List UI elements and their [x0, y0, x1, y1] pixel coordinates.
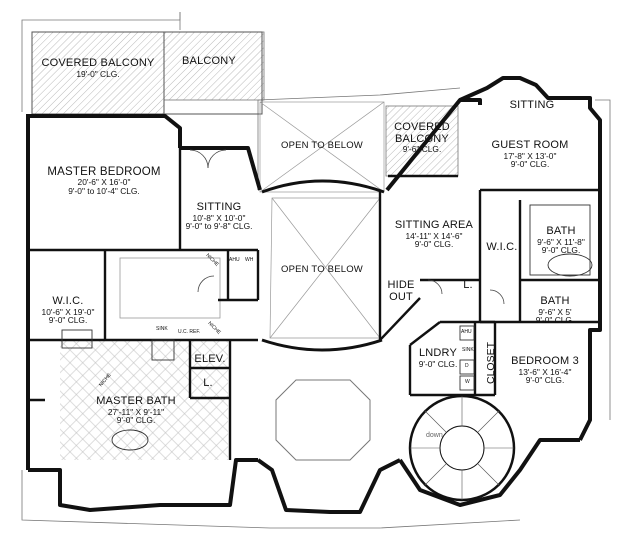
- sitting-1-dims: 10'-8" X 10'-0": [192, 212, 246, 223]
- linen-1-name: L.: [203, 377, 213, 389]
- uc-ref-label: U.C. REF.: [178, 329, 201, 335]
- bath-2-dims: 9'-6" X 5': [538, 306, 572, 317]
- spiral-stair: [408, 394, 516, 502]
- master-bedroom-label: MASTER BEDROOM 20'-6" X 16'-0" 9'-0" to …: [44, 166, 164, 196]
- bath-1-label: BATH 9'-6" X 11'-8" 9'-0" CLG.: [526, 225, 596, 256]
- sitting-1-clg: 9'-0" to 9'-8" CLG.: [185, 221, 253, 232]
- sitting-area-clg: 9'-0" CLG.: [414, 239, 454, 250]
- covered-balcony-2-name2: BALCONY: [395, 132, 449, 145]
- covered-balcony-1-name: COVERED BALCONY: [41, 57, 155, 69]
- fixtures: [61, 204, 593, 451]
- open-to-below-1-label: OPEN TO BELOW: [272, 141, 372, 151]
- bath-2-label: BATH 9'-6" X 5' 9'-0" CLG.: [522, 295, 588, 326]
- master-bedroom-dims: 20'-6" X 16'-0": [77, 177, 131, 188]
- bath-1-name: BATH: [546, 225, 576, 237]
- open-to-below-2-label: OPEN TO BELOW: [272, 265, 372, 275]
- sitting-1-name: SITTING: [196, 201, 242, 213]
- wic-left-clg: 9'-0" CLG.: [48, 315, 88, 326]
- covered-balcony-1-label: COVERED BALCONY 19'-0" CLG.: [38, 57, 158, 79]
- open-to-below-1-name: OPEN TO BELOW: [281, 140, 363, 151]
- guest-room-label: GUEST ROOM 17'-8" X 13'-0" 9'-0" CLG.: [480, 139, 580, 170]
- bedroom-3-clg: 9'-0" CLG.: [525, 375, 565, 386]
- bath-1-dims: 9'-6" X 11'-8": [537, 236, 585, 247]
- balcony-label: BALCONY: [170, 55, 248, 68]
- wic-left-name: W.I.C.: [52, 295, 84, 307]
- hide-out-label: HIDE OUT: [384, 279, 418, 303]
- ahu-1-label: AHU: [229, 257, 240, 263]
- covered-balcony-2-name: COVERED: [394, 121, 450, 133]
- covered-balcony-2-label: COVERED BALCONY 9'-6" CLG.: [386, 121, 458, 155]
- sitting-1-label: SITTING 10'-8" X 10'-0" 9'-0" to 9'-8" C…: [180, 201, 258, 232]
- open-to-below-2-name: OPEN TO BELOW: [281, 264, 363, 275]
- sitting-top-label: SITTING: [502, 99, 562, 112]
- guest-room-clg: 9'-0" CLG.: [510, 159, 550, 170]
- exterior-walls: [26, 76, 602, 514]
- sitting-area-name: SITTING AREA: [394, 219, 474, 231]
- wh-label: WH: [245, 257, 254, 263]
- lndry-label: LNDRY 9'-0" CLG.: [414, 347, 462, 369]
- bedroom-3-dims: 13'-6" X 16'-4": [518, 366, 572, 377]
- master-bath-tile: [60, 257, 228, 460]
- balconies: [31, 31, 459, 177]
- dryer-label: D: [465, 363, 469, 369]
- hall-octagon: [275, 379, 371, 461]
- bath-2-name: BATH: [540, 295, 570, 307]
- hide-out-name: HIDE: [387, 279, 415, 291]
- closet-label: CLOSET: [485, 342, 497, 385]
- bedroom-3-name: BEDROOM 3: [511, 355, 579, 367]
- washer-label: W: [465, 379, 470, 385]
- gallery-rails: [261, 179, 385, 352]
- sitting-area-label: SITTING AREA 14'-11" X 14'-6" 9'-0" CLG.: [384, 219, 484, 250]
- balcony-name: BALCONY: [182, 55, 236, 67]
- sink-2-label: SINK: [462, 347, 474, 353]
- bath-2-clg: 9'-0" CLG.: [535, 315, 575, 326]
- guest-room-name: GUEST ROOM: [491, 139, 569, 151]
- master-bath-name: MASTER BATH: [96, 395, 176, 407]
- linen-2-name: L.: [463, 279, 473, 291]
- linen-1-label: L.: [198, 377, 218, 390]
- guest-room-dims: 17'-8" X 13'-0": [503, 150, 557, 161]
- interior-walls: [28, 148, 600, 460]
- wic-left-label: W.I.C. 10'-6" X 19'-0" 9'-0" CLG.: [30, 295, 106, 326]
- sink-1-label: SINK: [156, 326, 168, 332]
- door-swings: [189, 149, 505, 305]
- open-to-below-lines: [259, 101, 385, 339]
- lndry-name: LNDRY: [418, 347, 458, 359]
- master-bath-dims: 27'-11" X 9'-11": [107, 406, 165, 417]
- linen-2-label: L.: [458, 279, 478, 292]
- master-bedroom-name: MASTER BEDROOM: [47, 166, 161, 178]
- sitting-area-dims: 14'-11" X 14'-6": [405, 230, 463, 241]
- ahu-2-label: AHU: [461, 329, 472, 335]
- elev-name: ELEV.: [194, 353, 226, 365]
- bath-1-clg: 9'-0" CLG.: [541, 245, 581, 256]
- master-bath-clg: 9'-0" CLG.: [116, 415, 156, 426]
- wic-left-dims: 10'-6" X 19'-0": [41, 306, 95, 317]
- master-bath-label: MASTER BATH 27'-11" X 9'-11" 9'-0" CLG.: [76, 395, 196, 426]
- roof-outline: [21, 12, 611, 529]
- stair-down-label: down: [426, 432, 443, 439]
- hide-out-name2: OUT: [389, 290, 413, 303]
- sitting-top-name: SITTING: [509, 99, 555, 111]
- bedroom-3-label: BEDROOM 3 13'-6" X 16'-4" 9'-0" CLG.: [500, 355, 590, 386]
- lndry-clg: 9'-0" CLG.: [418, 358, 458, 369]
- covered-balcony-1-dims: 19'-0" CLG.: [76, 68, 120, 79]
- elev-label: ELEV.: [192, 353, 228, 366]
- wic-right-name: W.I.C.: [486, 241, 518, 253]
- covered-balcony-2-dims: 9'-6" CLG.: [402, 144, 442, 155]
- wic-right-label: W.I.C.: [484, 241, 520, 254]
- master-bedroom-clg: 9'-0" to 10'-4" CLG.: [68, 185, 140, 196]
